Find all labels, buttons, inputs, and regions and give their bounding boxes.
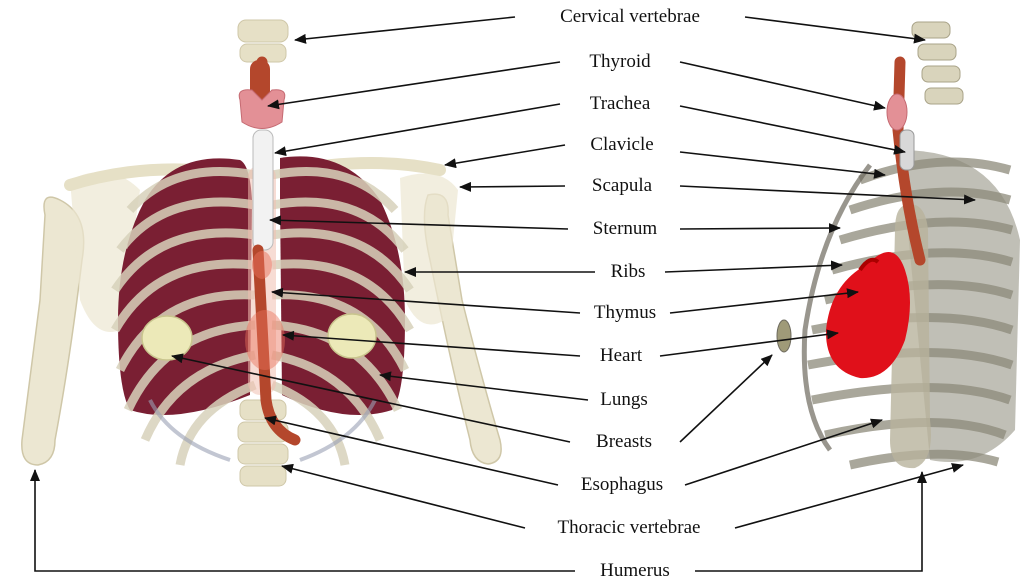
label-thoracic-vertebrae: Thoracic vertebrae <box>556 517 703 539</box>
breast-right <box>328 314 376 358</box>
label-sternum: Sternum <box>591 218 659 240</box>
label-humerus: Humerus <box>598 560 672 582</box>
label-breasts: Breasts <box>594 431 654 453</box>
thyroid-side <box>887 94 907 130</box>
front-view <box>22 20 501 486</box>
label-cervical-vertebrae: Cervical vertebrae <box>558 6 702 28</box>
label-ribs: Ribs <box>609 261 648 283</box>
label-clavicle: Clavicle <box>588 134 655 156</box>
breast-side <box>777 320 791 352</box>
trachea-side <box>900 130 914 170</box>
label-heart: Heart <box>598 345 644 367</box>
breast-left <box>142 316 192 360</box>
label-thyroid: Thyroid <box>587 51 652 73</box>
side-view <box>777 22 1020 468</box>
label-scapula: Scapula <box>590 175 654 197</box>
label-esophagus: Esophagus <box>579 474 665 496</box>
label-trachea: Trachea <box>588 93 653 115</box>
thymus-front <box>252 251 272 279</box>
humerus-left <box>22 197 84 465</box>
spine-side <box>912 22 963 104</box>
label-lungs: Lungs <box>598 389 650 411</box>
label-thymus: Thymus <box>592 302 658 324</box>
trachea-front <box>253 130 273 250</box>
heart-front <box>245 310 285 370</box>
